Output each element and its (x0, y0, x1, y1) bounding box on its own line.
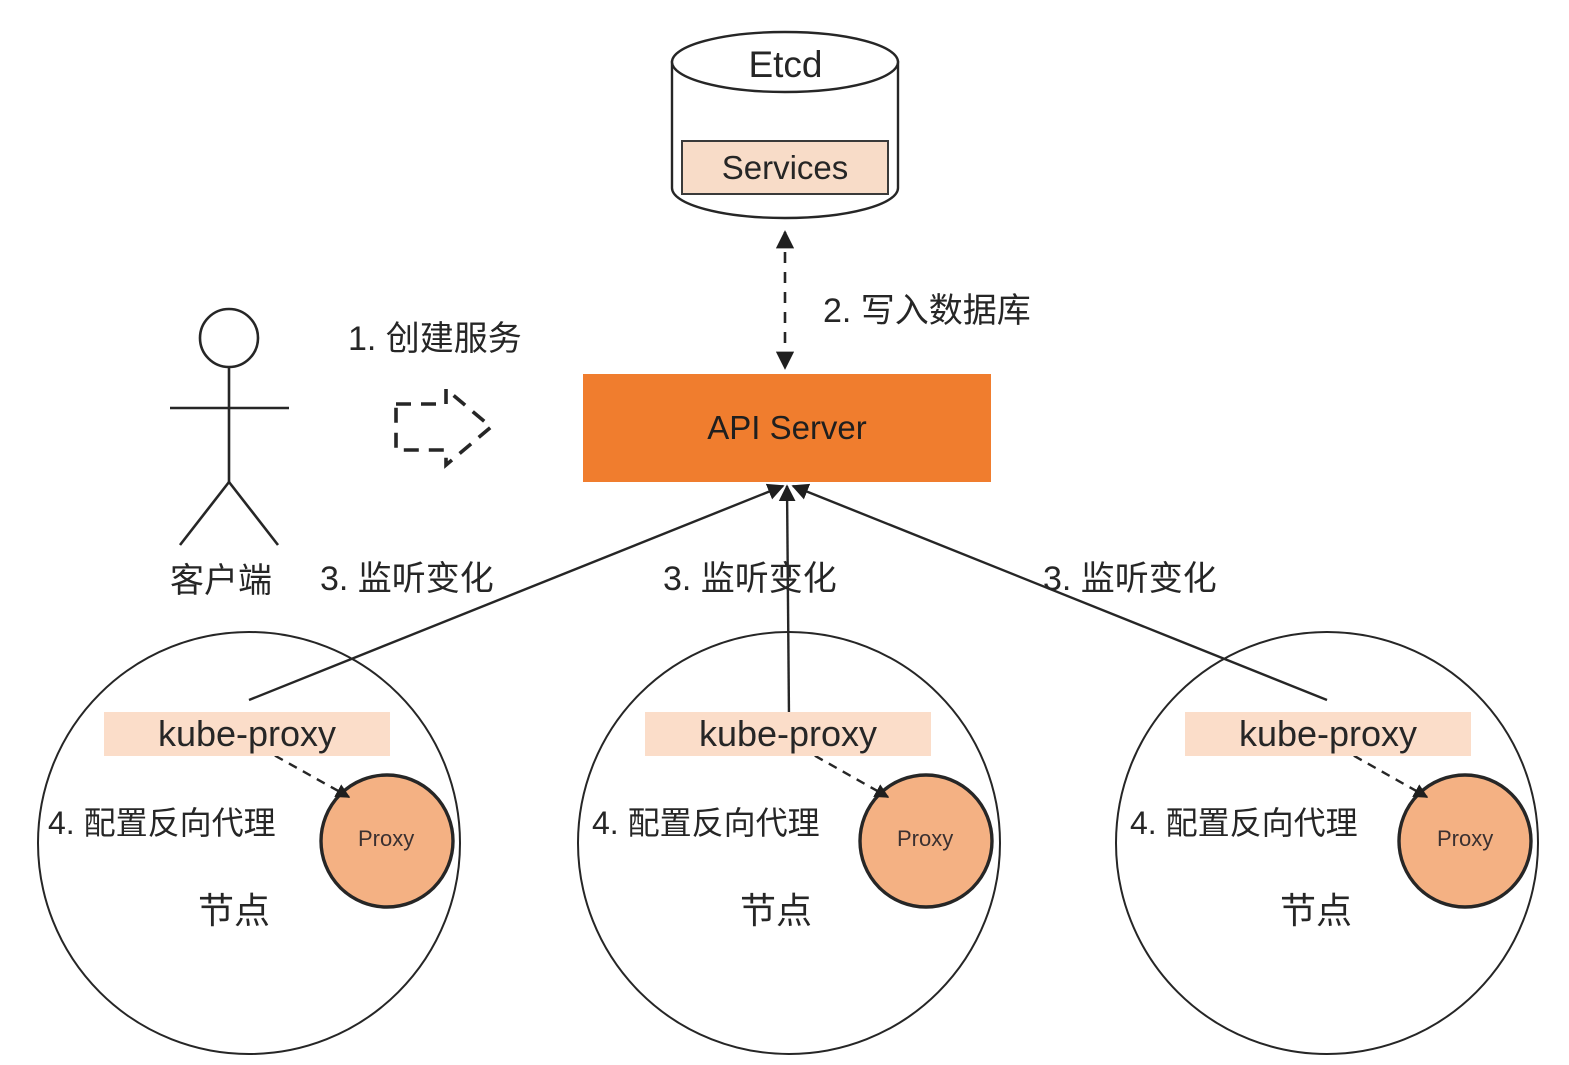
configure-label-3: 4. 配置反向代理 (1130, 805, 1358, 841)
proxy-circle-1 (319, 773, 455, 909)
kube-proxy-label-2: kube-proxy (698, 713, 878, 754)
etcd-label-text: Etcd (748, 44, 823, 85)
kube-proxy-label-3: kube-proxy (1238, 713, 1418, 754)
node-label-2: 节点 (740, 890, 813, 931)
watch-label-1: 3. 监听变化 (320, 560, 494, 598)
configure-label-1: 4. 配置反向代理 (48, 805, 276, 841)
watch-connector-2 (778, 484, 796, 719)
proxy-label-2: Proxy (897, 826, 954, 851)
kube-proxy-box-2[interactable]: kube-proxy (645, 712, 931, 756)
etcd-label: Etcd (0, 44, 1569, 86)
step2-label: 2. 写入数据库 (823, 292, 1031, 330)
watch-label-2: 3. 监听变化 (663, 560, 837, 598)
kube-proxy-box-3[interactable]: kube-proxy (1185, 712, 1471, 756)
proxy-circle-3 (1397, 773, 1533, 909)
proxy-label-3: Proxy (1437, 826, 1494, 851)
services-label: Services (721, 148, 849, 186)
client-label: 客户端 (170, 562, 272, 600)
client-actor-icon (170, 307, 289, 546)
api-server-box[interactable]: API Server (583, 374, 991, 482)
node-label-1: 节点 (198, 890, 271, 931)
step1-label: 1. 创建服务 (348, 320, 522, 358)
kube-proxy-label-1: kube-proxy (157, 713, 337, 754)
api-server-label: API Server (707, 409, 867, 446)
kube-proxy-box-1[interactable]: kube-proxy (104, 712, 390, 756)
proxy-label-1: Proxy (358, 826, 415, 851)
proxy-circle-2 (858, 773, 994, 909)
watch-connector-3 (791, 483, 1328, 702)
create-service-block-arrow (394, 385, 494, 469)
watch-label-3: 3. 监听变化 (1043, 560, 1217, 598)
configure-label-2: 4. 配置反向代理 (592, 805, 820, 841)
node-label-3: 节点 (1280, 890, 1353, 931)
services-box[interactable]: Services (681, 140, 889, 195)
watch-connector-1 (248, 483, 785, 702)
